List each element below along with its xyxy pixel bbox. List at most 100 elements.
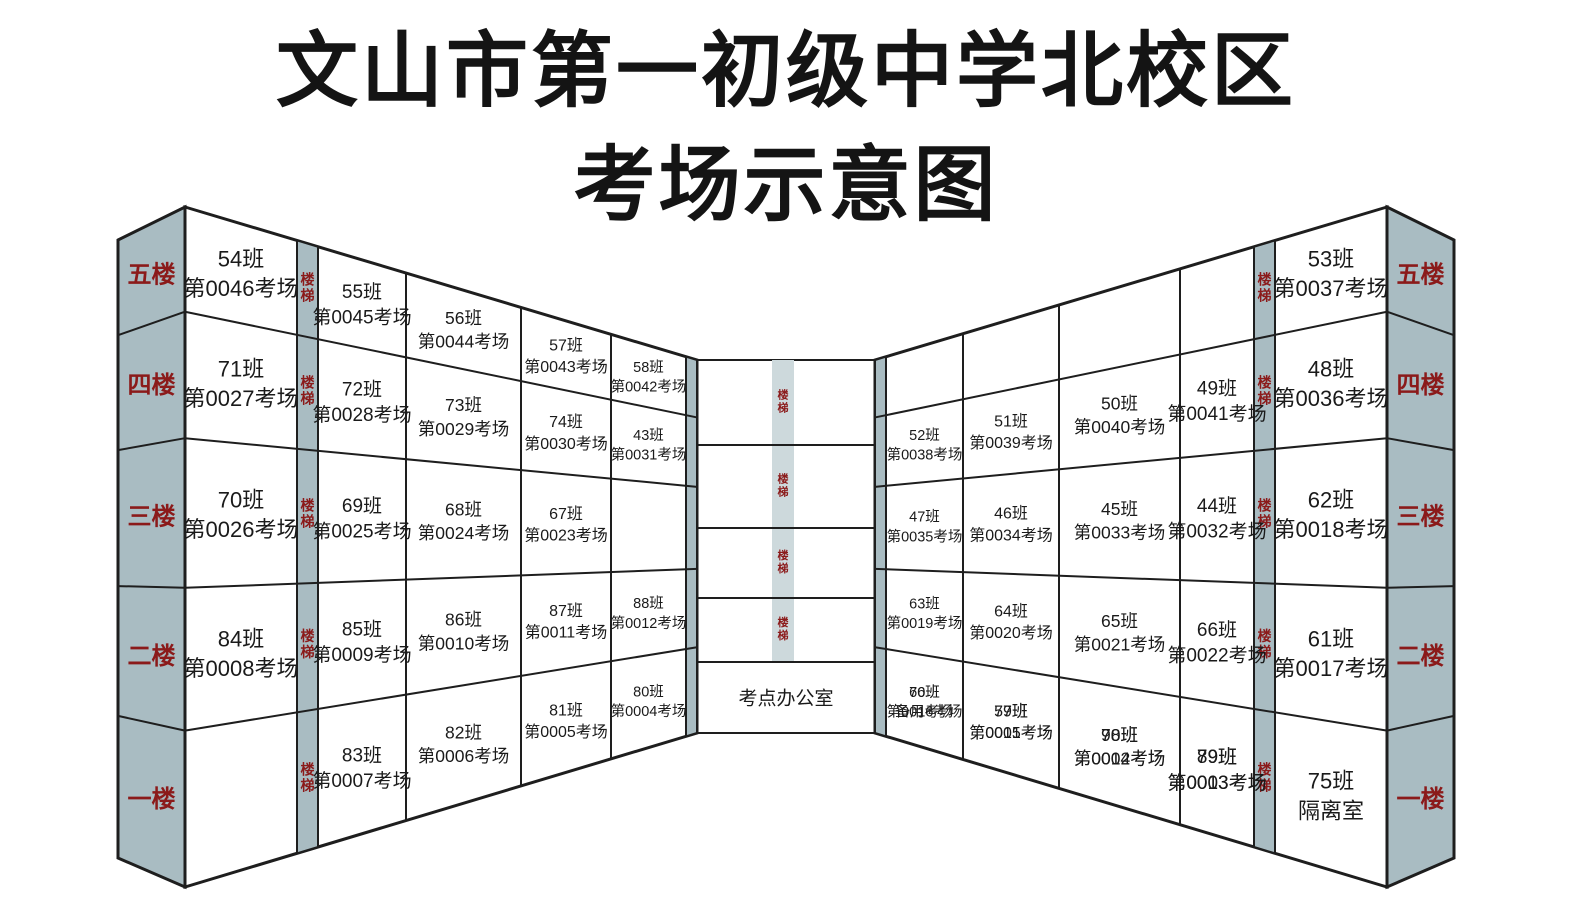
left-room: 80班 (633, 684, 664, 701)
right-stair-label: 梯 (1258, 287, 1272, 304)
right-floor-line (874, 310, 1388, 419)
left-stair-label: 楼 (301, 374, 315, 391)
right-room: 64班 (994, 602, 1028, 620)
right-room: 第0033考场 (1074, 523, 1165, 543)
left-stair-label: 梯 (301, 514, 315, 531)
left-stair-label: 楼 (301, 761, 315, 778)
left-end-strip (685, 355, 698, 738)
left-room: 第0025考场 (312, 521, 411, 543)
right-room: 第0041考场 (1167, 403, 1266, 425)
right-panel-divider (1386, 310, 1455, 337)
center-stair-label: 楼 (778, 548, 789, 562)
right-panel-divider (1386, 585, 1455, 589)
center-stair-label: 梯 (778, 401, 789, 415)
left-floor-label: 三楼 (128, 503, 176, 531)
right-room: 第0022考场 (1167, 645, 1266, 667)
right-room: 51班 (994, 412, 1028, 430)
left-room: 第0029考场 (418, 419, 509, 439)
left-floor-label: 二楼 (128, 642, 176, 670)
right-corner-room: 第0018考场 (1274, 517, 1389, 542)
right-room: 59班 (994, 702, 1028, 720)
right-room: 76班 (909, 684, 940, 701)
left-panel-divider (117, 714, 186, 732)
right-room: 46班 (994, 505, 1028, 523)
center-stair-label: 梯 (778, 485, 789, 499)
right-corner-room: 75班 (1308, 769, 1354, 794)
left-corner-room: 71班 (218, 356, 264, 381)
left-room: 第0030考场 (524, 435, 608, 453)
right-room: 79班 (1197, 746, 1237, 768)
right-wing: 五楼四楼三楼二楼一楼楼梯楼梯楼梯楼梯楼梯53班第0037考场48班第0036考场… (873, 204, 1456, 890)
left-stair-label: 楼 (301, 498, 315, 515)
right-room: 第0020考场 (969, 624, 1053, 642)
left-corner-room: 第0008考场 (184, 656, 299, 681)
left-room: 第0009考场 (312, 644, 411, 666)
left-room: 85班 (342, 618, 382, 640)
right-floor-label: 四楼 (1397, 371, 1445, 399)
right-room: 第0035考场 (887, 527, 963, 545)
left-room: 55班 (342, 281, 382, 303)
left-room: 43班 (633, 427, 664, 444)
left-room: 第0004考场 (611, 702, 687, 720)
right-corner-room: 第0017考场 (1274, 656, 1389, 681)
right-panel-divider (1386, 437, 1455, 452)
right-room: 49班 (1197, 377, 1237, 399)
left-room: 68班 (445, 499, 482, 519)
right-floor-line (874, 437, 1388, 488)
right-stair-label: 楼 (1258, 271, 1272, 288)
left-corner-room: 第0046考场 (184, 276, 299, 301)
left-room: 56班 (445, 308, 482, 328)
left-room: 第0045考场 (312, 307, 411, 329)
right-floor-label: 一楼 (1397, 785, 1445, 813)
left-room: 第0043考场 (524, 358, 608, 376)
right-room: 78班 (1101, 725, 1138, 745)
right-corner-room: 53班 (1308, 246, 1354, 271)
right-room: 第0032考场 (1167, 520, 1266, 542)
left-floor-label: 五楼 (128, 260, 176, 288)
right-room: 65班 (1101, 611, 1138, 631)
left-room: 第0044考场 (418, 332, 509, 352)
left-wing: 五楼四楼三楼二楼一楼楼梯楼梯楼梯楼梯楼梯54班第0046考场71班第0027考场… (116, 204, 699, 890)
right-room: 第0034考场 (969, 526, 1053, 544)
left-room: 72班 (342, 378, 382, 400)
right-room: 第0013考场 (1167, 772, 1266, 794)
left-stair (296, 239, 319, 855)
right-room: 第0040考场 (1074, 417, 1165, 437)
left-room: 第0010考场 (418, 633, 509, 653)
left-front-wall (183, 204, 699, 890)
left-room: 83班 (342, 745, 382, 767)
center-stair-label: 梯 (778, 561, 789, 575)
right-stair-label: 梯 (1258, 644, 1272, 661)
right-corner-room: 62班 (1308, 487, 1354, 512)
left-room: 第0011考场 (525, 624, 607, 642)
left-stair-label: 梯 (301, 644, 315, 661)
center-stair-label: 楼 (778, 388, 789, 402)
right-room: 63班 (909, 595, 940, 612)
right-room: 备用考场 (896, 703, 954, 720)
right-room: 47班 (909, 509, 940, 526)
right-room: 第0038考场 (887, 446, 963, 464)
right-room: 第0015考场 (969, 724, 1053, 742)
right-room: 第0014考场 (1074, 749, 1165, 769)
diagram-title: 文山市第一初级中学北校区 (275, 24, 1296, 119)
center-stair-strip (772, 360, 794, 662)
right-stair-label: 楼 (1258, 628, 1272, 645)
right-corner-room: 48班 (1308, 356, 1354, 381)
right-room: 89班 (1197, 746, 1237, 768)
left-corner-room: 54班 (218, 246, 264, 271)
right-stair-label: 楼 (1258, 761, 1272, 778)
right-floor-label: 三楼 (1397, 503, 1445, 531)
left-room: 第0028考场 (312, 404, 411, 426)
right-floor-line (874, 646, 1388, 732)
center-stair-label: 楼 (778, 615, 789, 629)
left-panel-divider (117, 585, 186, 589)
left-floor-label: 一楼 (128, 785, 176, 813)
left-room: 第0042考场 (611, 377, 687, 395)
right-stair-label: 梯 (1258, 514, 1272, 531)
left-stair-label: 梯 (301, 287, 315, 304)
left-corner-room: 70班 (218, 487, 264, 512)
right-corner-room: 隔离室 (1298, 798, 1364, 823)
right-room: 第0039考场 (969, 434, 1053, 452)
